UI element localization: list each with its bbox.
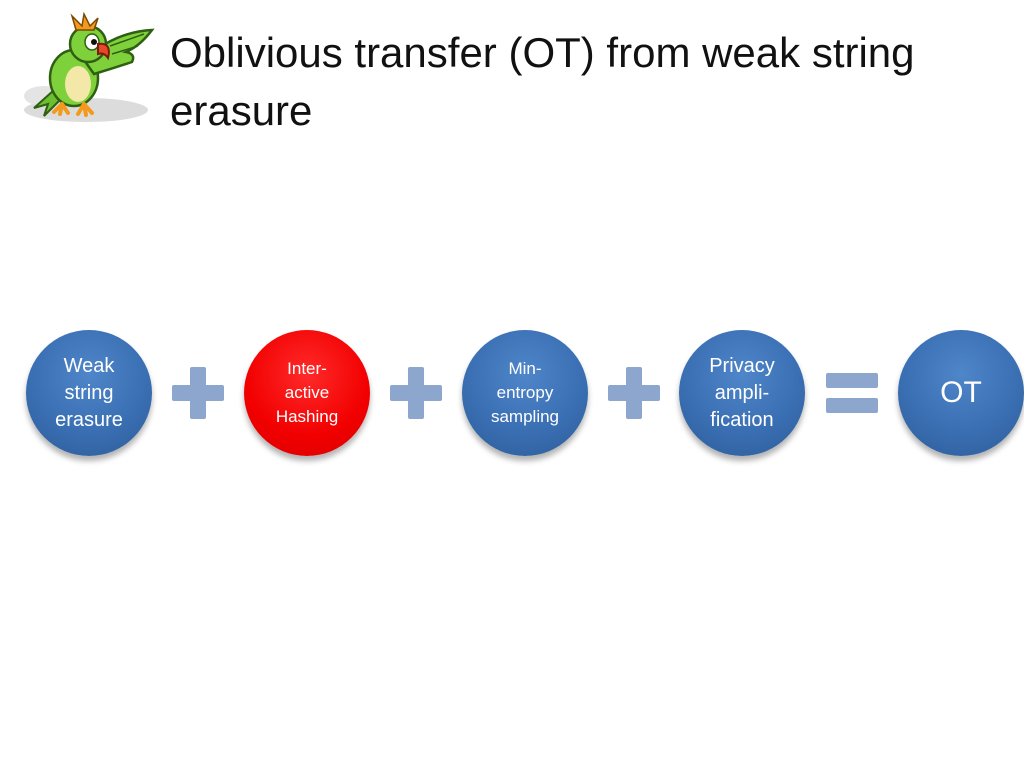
slide-title: Oblivious transfer (OT) from weak string… bbox=[170, 29, 915, 134]
plus-icon bbox=[172, 367, 224, 419]
node-label: Min- entropy sampling bbox=[490, 359, 560, 426]
node-label: Privacy ampli- fication bbox=[709, 354, 775, 431]
plus-icon bbox=[390, 367, 442, 419]
node-privacy-amplification: Privacy ampli- fication bbox=[679, 330, 805, 456]
parrot-icon bbox=[24, 12, 155, 122]
node-label: Weak string erasure bbox=[55, 354, 123, 431]
node-ot: OT bbox=[898, 330, 1024, 456]
node-label: Inter- active Hashing bbox=[275, 359, 339, 426]
equals-icon bbox=[826, 373, 878, 413]
node-interactive-hashing: Inter- active Hashing bbox=[244, 330, 370, 456]
node-min-entropy-sampling: Min- entropy sampling bbox=[462, 330, 588, 456]
node-weak-string-erasure: Weak string erasure bbox=[26, 330, 152, 456]
node-label: OT bbox=[940, 376, 982, 409]
plus-icon bbox=[608, 367, 660, 419]
